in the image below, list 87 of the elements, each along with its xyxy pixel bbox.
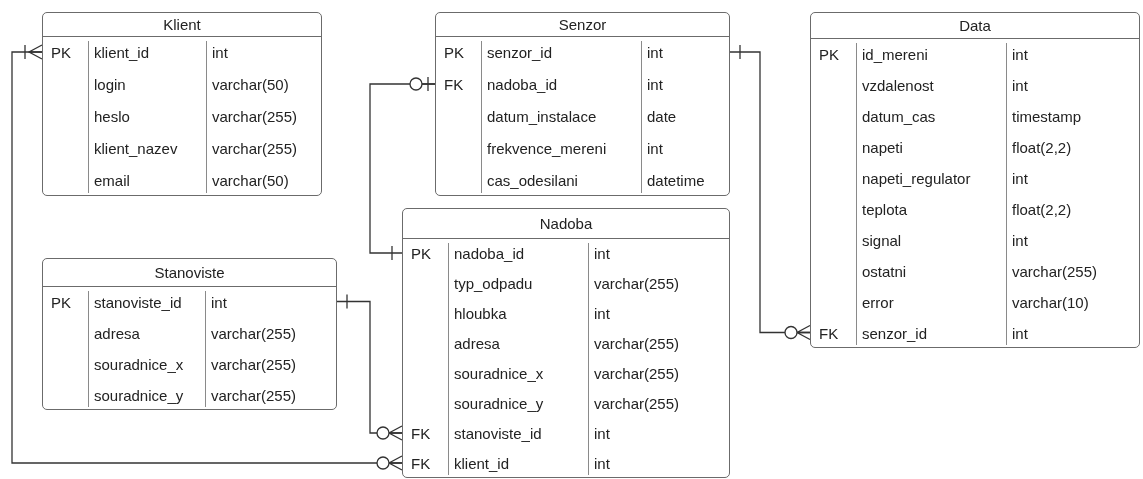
column-name: datum_instalace — [487, 108, 597, 126]
key-label: FK — [411, 455, 431, 473]
data-type: varchar(255) — [212, 108, 298, 126]
data-type: float(2,2) — [1012, 200, 1072, 219]
column-name: napeti — [862, 138, 903, 157]
column-name: datum_cas — [862, 107, 936, 126]
data-type: int — [1012, 45, 1028, 64]
table-title: Klient — [162, 16, 202, 34]
entity-table — [42, 12, 322, 196]
data-type: int — [594, 455, 610, 473]
data-type: varchar(255) — [212, 140, 298, 158]
data-type: float(2,2) — [1012, 138, 1072, 157]
column-name: nadoba_id — [487, 76, 558, 94]
data-type: datetime — [647, 172, 705, 190]
data-type: int — [1012, 169, 1028, 188]
column-name: napeti_regulator — [862, 169, 971, 188]
entity-table — [42, 258, 337, 410]
column-name: signal — [862, 231, 902, 250]
data-type: varchar(255) — [211, 355, 297, 374]
column-name: ostatni — [862, 262, 907, 281]
column-name: vzdalenost — [862, 76, 934, 95]
column-name: id_mereni — [862, 45, 928, 64]
data-type: varchar(255) — [594, 365, 680, 383]
relationship-line — [11, 44, 403, 471]
entity-table — [810, 12, 1140, 348]
table-title: Data — [958, 17, 992, 35]
column-name: souradnice_y — [94, 386, 184, 405]
data-type: int — [594, 245, 610, 263]
table-title: Nadoba — [538, 215, 594, 233]
key-label: PK — [51, 293, 71, 312]
key-label: FK — [444, 76, 464, 94]
key-label: PK — [51, 44, 71, 62]
column-name: heslo — [94, 108, 130, 126]
column-name: senzor_id — [862, 324, 928, 343]
data-type: int — [594, 425, 610, 443]
column-name: senzor_id — [487, 44, 553, 62]
key-label: FK — [819, 324, 839, 343]
column-name: stanoviste_id — [94, 293, 182, 312]
data-type: int — [594, 305, 610, 323]
data-type: int — [212, 44, 228, 62]
column-name: hloubka — [454, 305, 507, 323]
entity-table — [402, 208, 730, 478]
column-name: nadoba_id — [454, 245, 525, 263]
relationship-line — [369, 76, 436, 261]
column-name: error — [862, 293, 894, 312]
data-type: int — [647, 140, 663, 158]
column-name: frekvence_mereni — [487, 140, 607, 158]
column-name: teplota — [862, 200, 908, 219]
column-name: souradnice_x — [94, 355, 184, 374]
data-type: varchar(255) — [594, 335, 680, 353]
key-label: PK — [411, 245, 431, 263]
data-type: varchar(255) — [594, 395, 680, 413]
data-type: varchar(255) — [594, 275, 680, 293]
column-name: adresa — [454, 335, 500, 353]
data-type: date — [647, 108, 677, 126]
column-name: login — [94, 76, 126, 94]
table-title: Senzor — [557, 16, 608, 34]
key-label: PK — [444, 44, 464, 62]
data-type: int — [647, 44, 663, 62]
relationship-line — [336, 293, 403, 441]
data-type: varchar(255) — [211, 324, 297, 343]
data-type: int — [1012, 231, 1028, 250]
column-name: souradnice_y — [454, 395, 544, 413]
column-name: klient_id — [94, 44, 150, 62]
column-name: souradnice_x — [454, 365, 544, 383]
key-label: FK — [411, 425, 431, 443]
relationship-line — [729, 44, 811, 341]
data-type: int — [1012, 324, 1028, 343]
data-type: varchar(255) — [1012, 262, 1098, 281]
column-name: stanoviste_id — [454, 425, 542, 443]
data-type: int — [647, 76, 663, 94]
column-name: klient_id — [454, 455, 510, 473]
data-type: varchar(10) — [1012, 293, 1089, 312]
data-type: timestamp — [1012, 107, 1082, 126]
data-type: varchar(50) — [212, 76, 289, 94]
table-title: Stanoviste — [153, 264, 226, 282]
entity-table — [435, 12, 730, 196]
data-type: varchar(50) — [212, 172, 289, 190]
column-name: klient_nazev — [94, 140, 178, 158]
column-name: cas_odesilani — [487, 172, 578, 190]
data-type: int — [1012, 76, 1028, 95]
data-type: varchar(255) — [211, 386, 297, 405]
column-name: email — [94, 172, 130, 190]
key-label: PK — [819, 45, 839, 64]
column-name: typ_odpadu — [454, 275, 533, 293]
data-type: int — [211, 293, 227, 312]
column-name: adresa — [94, 324, 140, 343]
